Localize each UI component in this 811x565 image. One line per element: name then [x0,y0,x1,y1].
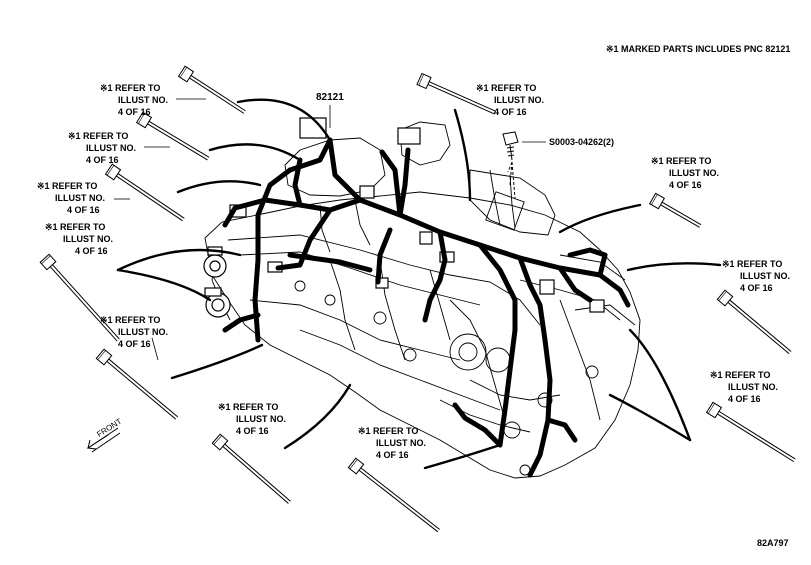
callout-line2: ILLUST NO. [55,193,105,203]
callout-clamp-7: ※1 REFER TO ILLUST NO. 4 OF 16 [722,258,790,294]
callout-clamp-3: ※1 REFER TO ILLUST NO. 4 OF 16 [68,130,136,166]
bolt-icon [502,131,519,199]
callout-line1: ※1 REFER TO [710,370,771,380]
callout-line2: ILLUST NO. [494,95,544,105]
callout-line1: ※1 REFER TO [651,156,712,166]
clamp-set [39,65,796,533]
callout-clamp-6: ※1 REFER TO ILLUST NO. 4 OF 16 [45,221,113,257]
callout-line3: 4 OF 16 [236,426,269,436]
callout-line3: 4 OF 16 [118,339,151,349]
callout-line3: 4 OF 16 [740,283,773,293]
callout-clamp-1: ※1 REFER TO ILLUST NO. 4 OF 16 [100,82,168,118]
callout-line1: ※1 REFER TO [722,259,783,269]
callout-line3: 4 OF 16 [118,107,151,117]
callout-line3: 4 OF 16 [669,180,702,190]
callout-line2: ILLUST NO. [118,95,168,105]
callout-line2: ILLUST NO. [728,382,778,392]
part-number-82121: 82121 [316,92,344,103]
diagram-code: 82A797 [757,538,789,548]
callout-line2: ILLUST NO. [669,168,719,178]
leader-lines [114,98,546,361]
callout-line1: ※1 REFER TO [358,426,419,436]
front-arrow-icon [86,427,121,453]
callout-line2: ILLUST NO. [118,327,168,337]
callout-line3: 4 OF 16 [86,155,119,165]
callout-clamp-11: ※1 REFER TO ILLUST NO. 4 OF 16 [358,425,426,461]
callout-line2: ILLUST NO. [86,143,136,153]
callout-line2: ILLUST NO. [63,234,113,244]
callout-line1: ※1 REFER TO [218,402,279,412]
callout-line2: ILLUST NO. [740,271,790,281]
callout-line3: 4 OF 16 [494,107,527,117]
header-note: ※1 MARKED PARTS INCLUDES PNC 82121 [606,44,791,54]
callout-line1: ※1 REFER TO [100,83,161,93]
callout-line1: ※1 REFER TO [476,83,537,93]
callout-line3: 4 OF 16 [376,450,409,460]
callout-clamp-4: ※1 REFER TO ILLUST NO. 4 OF 16 [37,180,105,216]
callout-clamp-2: ※1 REFER TO ILLUST NO. 4 OF 16 [476,82,544,118]
wire-harness-82121 [222,137,631,478]
callout-clamp-9: ※1 REFER TO ILLUST NO. 4 OF 16 [710,369,778,405]
callout-line2: ILLUST NO. [376,438,426,448]
callout-line1: ※1 REFER TO [45,222,106,232]
callout-line3: 4 OF 16 [728,394,761,404]
bolt-part-number: S0003-04262(2) [549,137,615,147]
callout-clamp-10: ※1 REFER TO ILLUST NO. 4 OF 16 [218,401,286,437]
callout-line1: ※1 REFER TO [100,315,161,325]
callout-clamp-5: ※1 REFER TO ILLUST NO. 4 OF 16 [651,155,719,191]
harness-branches [116,98,722,470]
callout-line3: 4 OF 16 [67,205,100,215]
callout-line2: ILLUST NO. [236,414,286,424]
callout-line3: 4 OF 16 [75,246,108,256]
callout-line1: ※1 REFER TO [68,131,129,141]
callout-clamp-8: ※1 REFER TO ILLUST NO. 4 OF 16 [100,314,168,350]
callout-line1: ※1 REFER TO [37,181,98,191]
